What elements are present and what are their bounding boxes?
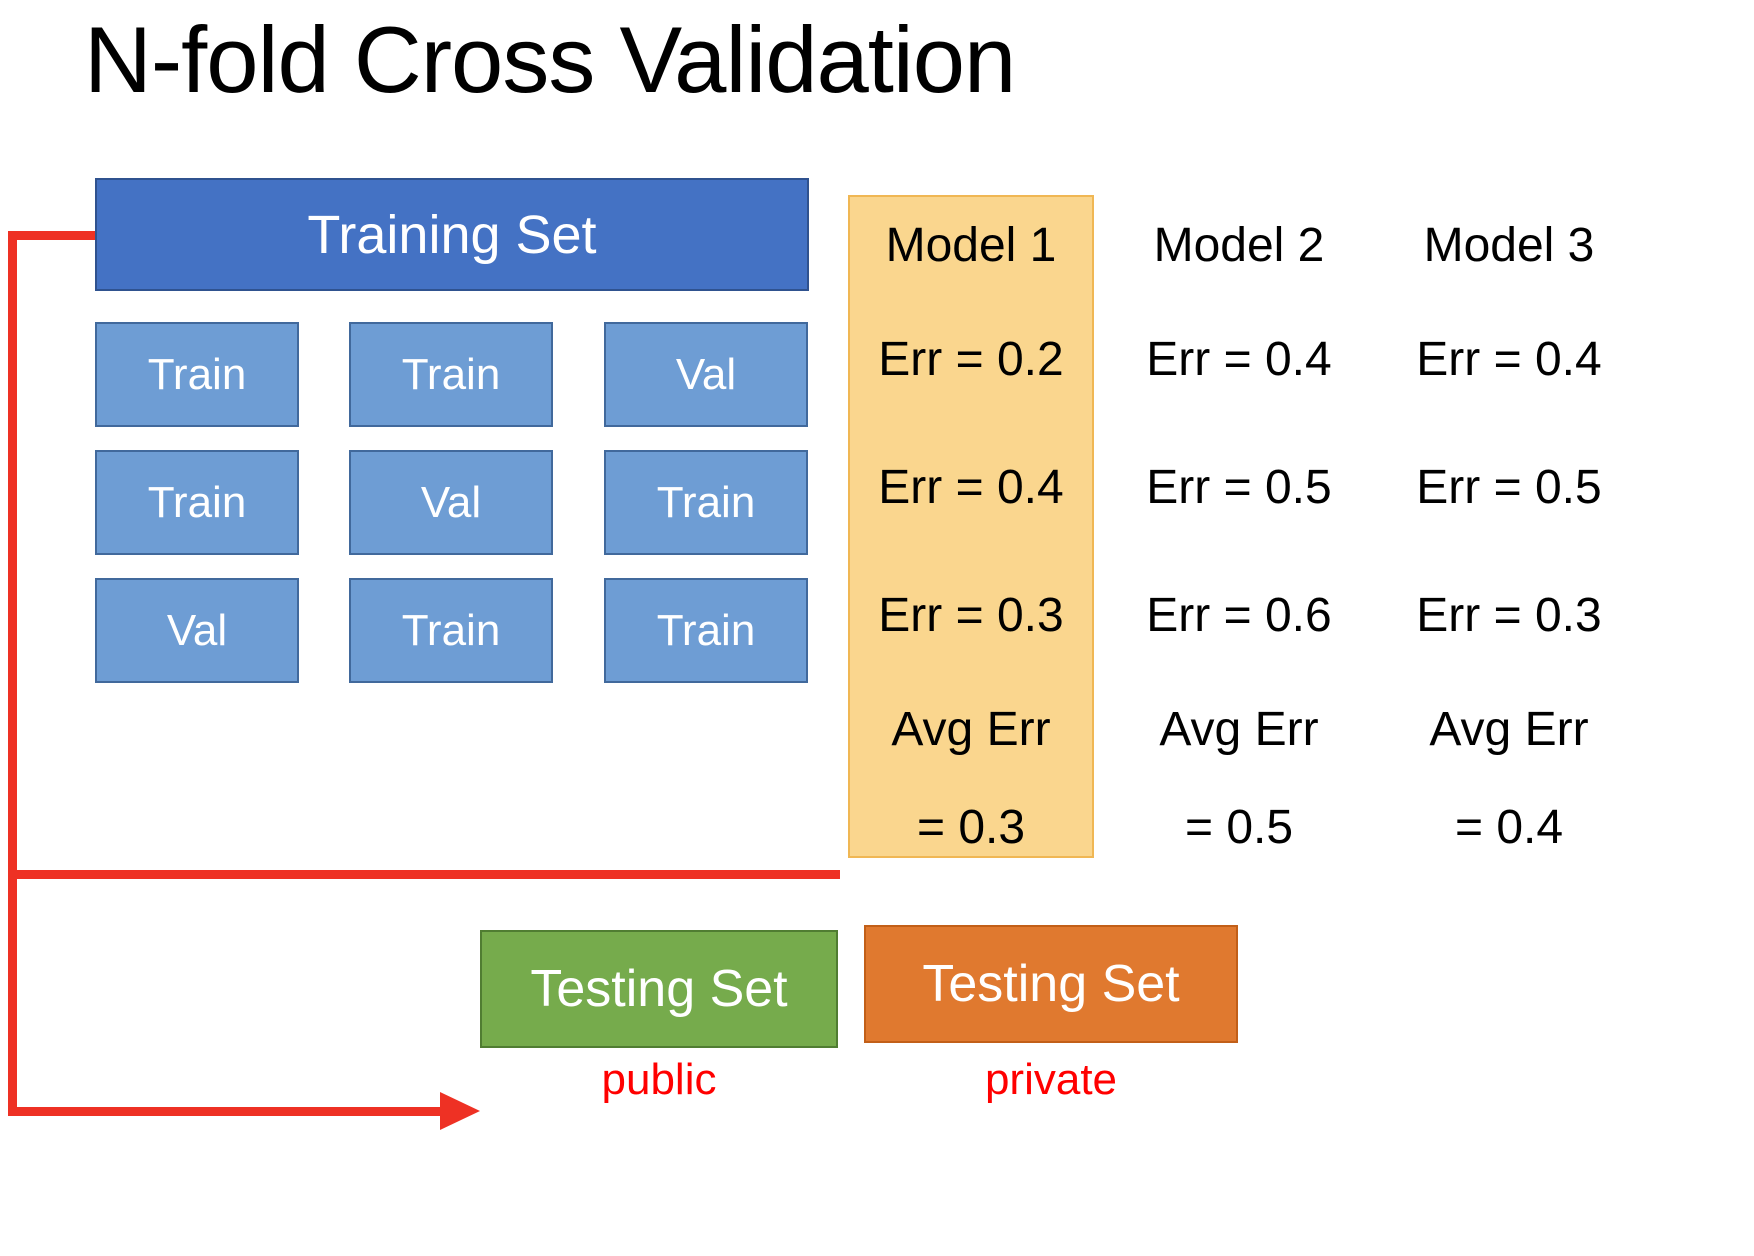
fold-cell-label: Train [147,349,247,399]
model-column-3: Model 3 Err = 0.4 Err = 0.5 Err = 0.3 Av… [1386,195,1632,858]
fold-cell-r1c3[interactable]: Val [604,322,808,427]
training-set-box[interactable]: Training Set [95,178,809,291]
model-avg-label: Avg Err [1429,702,1589,756]
connector-segment-arrow-shaft [8,1107,458,1116]
model-avg-value: = 0.3 [916,800,1026,854]
fold-cell-r3c3[interactable]: Train [604,578,808,683]
model-column-1: Model 1 Err = 0.2 Err = 0.4 Err = 0.3 Av… [848,195,1094,858]
model-error-3: Err = 0.3 [878,588,1064,642]
model-name: Model 2 [1153,218,1325,272]
connector-segment-vertical-main [8,231,17,879]
model-error-3: Err = 0.3 [1416,588,1602,642]
model-1-highlight-panel [848,195,1094,858]
connector-segment-horizontal-mid [8,870,840,879]
fold-cell-r1c2[interactable]: Train [349,322,553,427]
testing-set-private-box[interactable]: Testing Set [864,925,1238,1043]
training-set-label: Training Set [307,204,597,265]
fold-cell-r2c3[interactable]: Train [604,450,808,555]
fold-cell-r2c2[interactable]: Val [349,450,553,555]
model-column-2: Model 2 Err = 0.4 Err = 0.5 Err = 0.6 Av… [1116,195,1362,858]
arrowhead-icon [440,1092,480,1130]
page-title: N-fold Cross Validation [84,7,1016,112]
testing-set-public-sublabel: public [601,1055,717,1104]
model-avg-value: = 0.5 [1184,800,1294,854]
testing-set-public-box[interactable]: Testing Set [480,930,838,1048]
model-error-2: Err = 0.4 [878,460,1064,514]
fold-cell-r1c1[interactable]: Train [95,322,299,427]
fold-cell-label: Val [675,349,737,399]
model-name: Model 3 [1423,218,1595,272]
model-avg-label: Avg Err [1159,702,1319,756]
model-error-1: Err = 0.2 [878,332,1064,386]
fold-cell-label: Train [401,605,501,655]
model-error-2: Err = 0.5 [1416,460,1602,514]
connector-segment-training-stub [8,231,98,240]
testing-set-private-label: Testing Set [922,955,1180,1013]
model-error-1: Err = 0.4 [1146,332,1332,386]
fold-cell-label: Train [401,349,501,399]
testing-set-private-sublabel: private [984,1055,1118,1104]
connector-segment-vertical-lower [8,870,17,1116]
fold-cell-label: Val [420,477,482,527]
testing-set-public-label: Testing Set [530,960,788,1018]
model-error-3: Err = 0.6 [1146,588,1332,642]
fold-cell-label: Train [656,477,756,527]
fold-cell-r2c1[interactable]: Train [95,450,299,555]
fold-cell-r3c2[interactable]: Train [349,578,553,683]
model-error-2: Err = 0.5 [1146,460,1332,514]
fold-cell-label: Train [147,477,247,527]
fold-cell-r3c1[interactable]: Val [95,578,299,683]
model-name: Model 1 [885,218,1057,272]
model-error-1: Err = 0.4 [1416,332,1602,386]
fold-cell-label: Val [166,605,228,655]
model-avg-label: Avg Err [891,702,1051,756]
fold-cell-label: Train [656,605,756,655]
model-avg-value: = 0.4 [1454,800,1564,854]
